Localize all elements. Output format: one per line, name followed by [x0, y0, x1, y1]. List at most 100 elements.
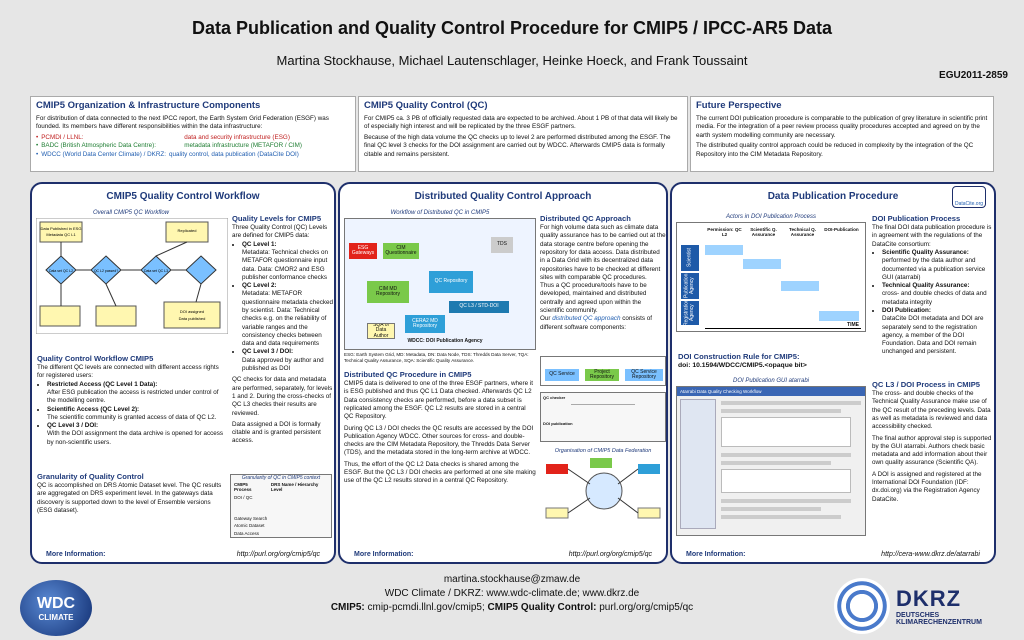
cim-questionnaire-node: CIM Questionnaire — [383, 243, 419, 259]
gran-rows: DOI / QC Gateway Search Atomic Dataset D… — [234, 495, 268, 536]
procedure-text3: Thus, the effort of the QC L2 Data check… — [344, 460, 536, 485]
org-item: •PCMDI / LLNL:data and security infrastr… — [36, 133, 290, 141]
distributed-caption: ESG: Earth System Grid, MD: Metadata, DN… — [344, 352, 529, 363]
more-link[interactable]: http://purl.org/org/cmip5/qc — [568, 551, 652, 558]
procedure-panel: Distributed QC Procedure in CMIP5 CMIP5 … — [344, 370, 536, 486]
dkrz-logo: DKRZ DEUTSCHES KLIMARECHENZENTRUM — [834, 576, 1004, 636]
poster-footer: WDC CLIMATE martina.stockhause@zmaw.de W… — [0, 566, 1024, 640]
granularity-diagram: Granularity of QC in CMIP5 context CMIP5… — [230, 474, 332, 538]
actor-registration-agency: Registration Agency — [681, 301, 699, 325]
wf-access-intro: The different QC levels are connected wi… — [37, 364, 219, 380]
l3-text3: A DOI is assigned and registered at the … — [872, 470, 982, 503]
wf-node-label: QC L2 passed? — [94, 269, 118, 273]
distributed-more-info: More Information: http://purl.org/org/cm… — [340, 551, 666, 558]
doi-rule-title: DOI Construction Rule for CMIP5: — [678, 352, 800, 361]
actor-publication-agency: Publication Agency — [681, 273, 699, 299]
qc-checker-label: QC checker — [543, 395, 566, 400]
doi-item: DOI Publication:DataCite DOI metadata an… — [882, 307, 994, 357]
sqa-node: SQA of Data Author — [367, 323, 395, 339]
poster-header: Data Publication and Quality Control Pro… — [0, 0, 1024, 92]
gran-diagram-title: Granularity of QC in CMIP5 context — [241, 475, 321, 481]
doi-rule-text: doi: 10.1594/WDCC/CMIP5.<opaque bit> — [678, 362, 807, 370]
approach-text3: Our distributed QC approach consists of … — [540, 315, 653, 331]
workflow-diagram: Data Published in ESG Metadata QC L1 Rep… — [36, 218, 228, 334]
actor-scientist: Scientist — [681, 245, 699, 271]
more-label: More Information: — [686, 551, 746, 558]
workflow-more-info: More Information: http://purl.org/org/cm… — [32, 551, 334, 558]
workflow-diagram-title: Overall CMIP5 QC Workflow — [92, 210, 169, 216]
publication-more-info: More Information: http://cera-www.dkrz.d… — [672, 551, 994, 558]
granularity-text: QC is accomplished on DRS Atomic Dataset… — [37, 482, 222, 514]
wf-node-label: Data Published in ESG — [41, 226, 82, 231]
future-panel: Future Perspective The current DOI publi… — [690, 96, 994, 172]
qc-repository-node: QC Repository — [429, 271, 473, 293]
actors-title: Actors in DOI Publication Process — [725, 214, 817, 220]
wf-node-label: DOI assigned — [180, 309, 204, 314]
org-panel: CMIP5 Organization & Infrastructure Comp… — [30, 96, 356, 172]
org-diagram-title: Organisation of CMIP5 Data Federation — [554, 448, 652, 454]
qc-l3-node: QC L3 / STD-DOI — [449, 301, 509, 313]
org-text: For distribution of data connected to th… — [36, 114, 329, 131]
cera2-node: CERA2 MD Repository — [405, 315, 445, 333]
esg-gateways-node: ESG Gateways — [349, 243, 377, 259]
more-link[interactable]: http://cera-www.dkrz.de/atarrabi — [881, 551, 980, 558]
qc-panel: CMIP5 Quality Control (QC) For CMIP5 ca.… — [358, 96, 688, 172]
doi-rule-panel: DOI Construction Rule for CMIP5: doi: 10… — [678, 352, 868, 371]
poster-title: Data Publication and Quality Control Pro… — [191, 18, 833, 38]
time-label: TIME — [847, 322, 859, 328]
more-label: More Information: — [354, 551, 414, 558]
wdcc-node: WDCC: DOI Publication Agency — [407, 338, 483, 345]
doi-pub-label: DOI publication — [543, 421, 573, 426]
wf-access-panel: Quality Control Workflow CMIP5 The diffe… — [37, 354, 227, 447]
components-diagram: QC Service Project Repository QC Service… — [540, 356, 666, 386]
publication-title: Data Publication Procedure — [767, 190, 899, 202]
cim-md-repo-node: CIM MD Repository — [367, 281, 409, 303]
more-link[interactable]: http://purl.org/org/cmip5/qc — [236, 551, 320, 558]
l3-panel: QC L3 / DOI Process in CMIP5 The cross- … — [872, 380, 994, 504]
granularity-title: Granularity of Quality Control — [37, 472, 144, 481]
component-qc-service-repo: QC Service Repository — [625, 369, 663, 381]
levels-panel: Quality Levels for CMIP5 Three Quality C… — [232, 214, 334, 446]
datacite-logo: DataCite.org — [952, 186, 986, 208]
wf-access-title: Quality Control Workflow CMIP5 — [37, 354, 154, 363]
approach-text2: Thus a QC procedure/tools have to be dev… — [540, 282, 647, 314]
org-item: •BADC (British Atmospheric Data Centre):… — [36, 142, 303, 150]
links-line: CMIP5: cmip-pcmdi.llnl.gov/cmip5; CMIP5 … — [330, 602, 694, 613]
publication-column: Data Publication Procedure DataCite.org … — [670, 182, 996, 564]
contact-email[interactable]: martina.stockhause@zmaw.de — [443, 574, 581, 585]
tds-node: TDS — [491, 237, 513, 253]
doi-process-text: The final DOI data publication procedure… — [872, 224, 992, 248]
qc-text1: For CMIP5 ca. 3 PB of officially request… — [364, 114, 678, 131]
future-text1: The current DOI publication procedure is… — [696, 114, 988, 139]
qc-checker-box: QC checker DOI publication — [540, 392, 666, 442]
conference-code: EGU2011-2859 — [939, 70, 1008, 81]
distributed-diagram: ESG Gateways CIM Questionnaire QC Reposi… — [344, 218, 536, 350]
atarrabi-screenshot: Atarrabi Data Quality Checking Workflow — [676, 386, 866, 536]
doi-process-panel: DOI Publication Process The final DOI da… — [872, 214, 994, 357]
procedure-text2: During QC L3 / DOI checks the QC results… — [344, 424, 534, 457]
workflow-column: CMIP5 Quality Control Workflow Overall C… — [30, 182, 336, 564]
wf-node-label: Metadata QC L1 — [46, 232, 76, 237]
wdc-line: WDC Climate / DKRZ: www.wdc-climate.de; … — [384, 588, 640, 599]
wf-node-label: Replicated — [178, 228, 197, 233]
access-item: Restricted Access (QC Level 1 Data):Afte… — [47, 381, 227, 406]
workflow-title: CMIP5 Quality Control Workflow — [106, 190, 260, 202]
level-item: QC Level 2:Metadata: METAFOR questionnai… — [242, 282, 334, 348]
component-qc-service: QC Service — [545, 369, 579, 381]
future-text2: The distributed quality control approach… — [696, 142, 974, 158]
level-item: QC Level 3 / DOI:Data approved by author… — [242, 348, 334, 373]
levels-extra2: Data assigned a DOI is formally citable … — [232, 420, 321, 445]
wf-node-label: Data set QC L2 — [49, 269, 73, 273]
org-list: •PCMDI / LLNL:data and security infrastr… — [36, 134, 350, 160]
l3-title: QC L3 / DOI Process in CMIP5 — [872, 380, 981, 389]
component-project-repo: Project Repository — [585, 369, 619, 381]
l3-text1: The cross- and double checks of the Tech… — [872, 390, 991, 431]
authors: Martina Stockhause, Michael Lautenschlag… — [276, 53, 748, 68]
doi-item: Technical Quality Assurance:cross- and d… — [882, 282, 994, 307]
levels-title: Quality Levels for CMIP5 — [232, 214, 322, 223]
procedure-title: Distributed QC Procedure in CMIP5 — [344, 370, 472, 379]
gui-title: DOI Publication GUI atarrabi — [732, 378, 810, 384]
